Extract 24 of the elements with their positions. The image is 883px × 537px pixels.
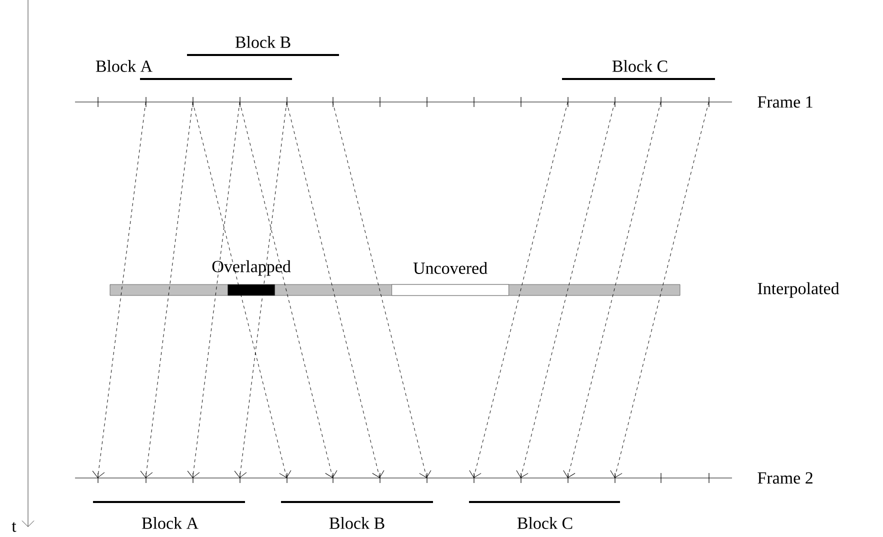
motion-arrow	[140, 102, 193, 478]
motion-arrow	[192, 102, 292, 478]
block-label: Block C	[612, 60, 668, 72]
frame-label: Frame 2	[758, 472, 812, 484]
bar-label: Interpolated	[758, 282, 840, 298]
axis-label: t	[12, 522, 16, 532]
block-label: Block A	[96, 60, 152, 72]
block-label: Block B	[329, 517, 384, 529]
block-label: Block A	[142, 517, 198, 529]
frame-label: Frame 1	[758, 96, 812, 108]
segment-label: Uncovered	[413, 262, 488, 274]
motion-arrow	[469, 102, 568, 478]
motion-arrow	[187, 102, 240, 478]
motion-arrow	[563, 102, 661, 478]
motion-arrow	[610, 102, 709, 478]
motion-arrow	[286, 102, 384, 478]
motion-arrow	[92, 102, 146, 478]
motion-arrow	[332, 102, 432, 478]
segment-label: Overlapped	[212, 260, 291, 276]
block-label: Block B	[235, 36, 290, 48]
block-label: Block C	[517, 517, 572, 529]
motion-arrow	[239, 102, 338, 478]
motion-arrow	[516, 102, 615, 478]
motion-arrow	[234, 102, 287, 478]
